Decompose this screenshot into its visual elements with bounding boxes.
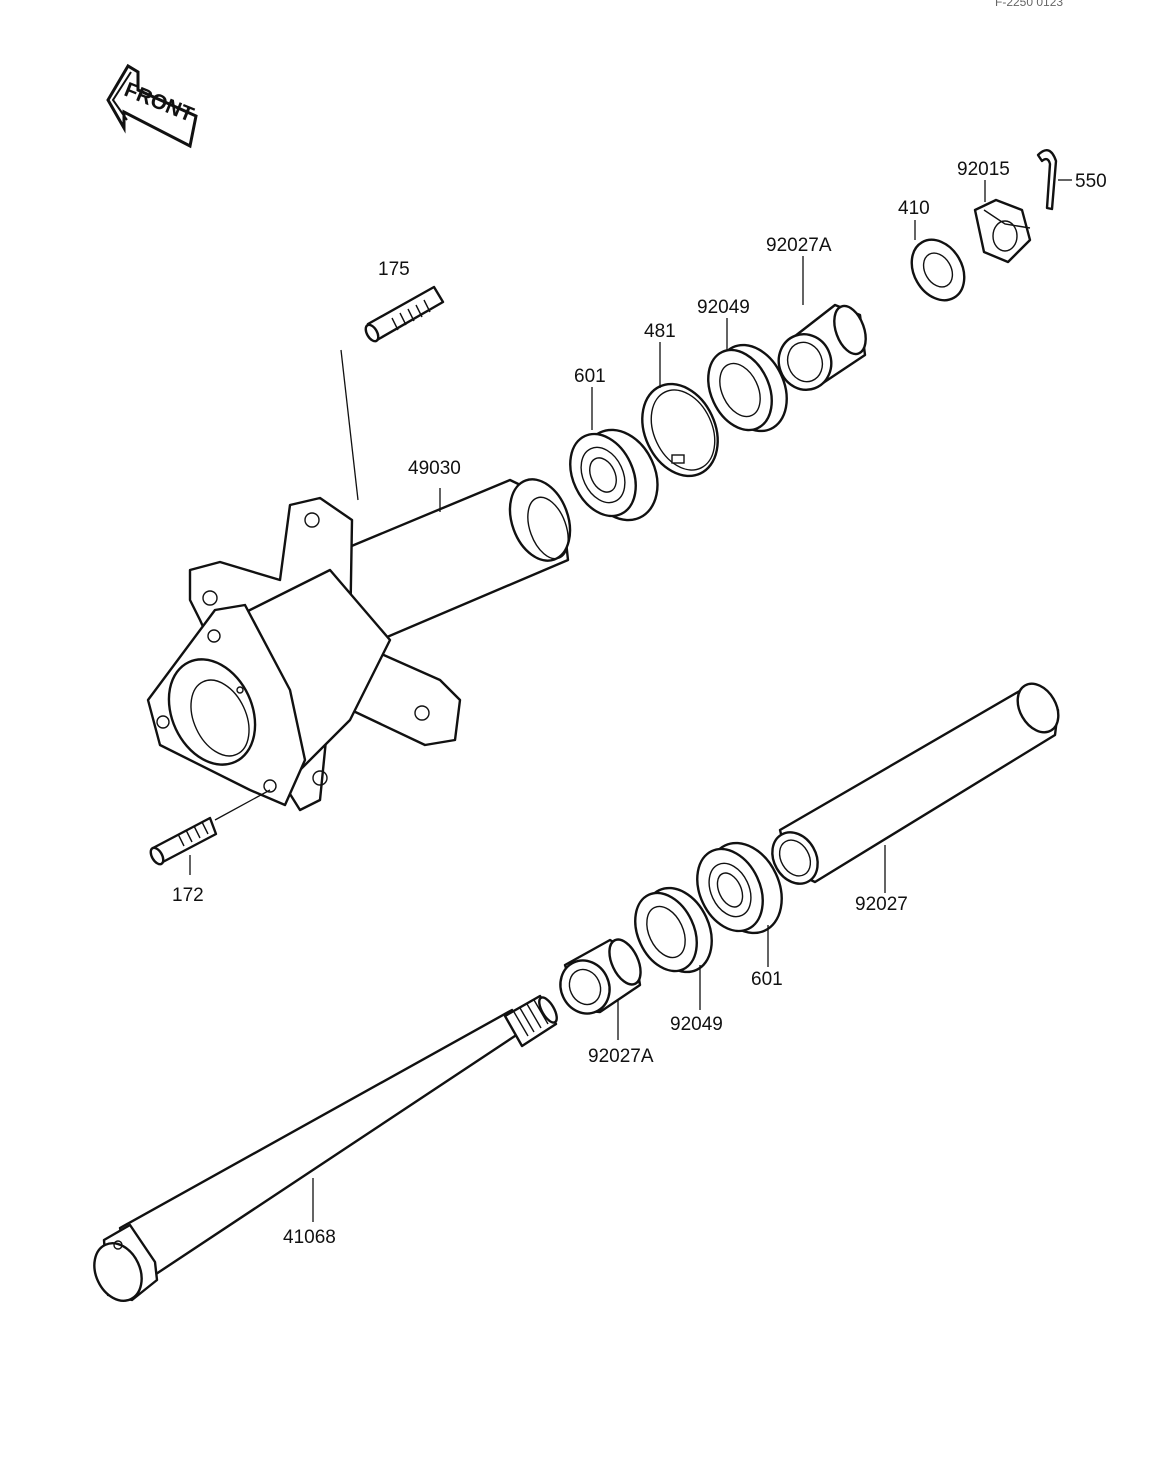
axle-41068 — [93, 994, 558, 1302]
bearing-601-top — [569, 428, 659, 522]
label-550: 550 — [1075, 171, 1107, 192]
stud-172 — [149, 816, 218, 866]
label-92027: 92027 — [855, 894, 908, 915]
snap-ring-481 — [641, 382, 719, 478]
collar-92027A-top — [777, 303, 867, 391]
label-92049-top: 92049 — [697, 297, 750, 318]
label-601-top: 601 — [574, 366, 606, 387]
reference-code: F-2250 0123 — [995, 0, 1063, 9]
label-92027A-bottom: 92027A — [588, 1046, 654, 1067]
label-92015: 92015 — [957, 159, 1010, 180]
label-410: 410 — [898, 198, 930, 219]
leader-175-stud — [340, 349, 359, 501]
label-481: 481 — [644, 321, 676, 342]
hub-49030 — [146, 478, 572, 812]
collar-92027 — [771, 682, 1060, 885]
label-601-bottom: 601 — [751, 969, 783, 990]
washer-410 — [910, 238, 966, 302]
front-arrow-icon: FRONT — [106, 63, 198, 149]
nut-92015 — [973, 198, 1032, 264]
label-92027A-top: 92027A — [766, 235, 832, 256]
oil-seal-92049-bottom — [634, 886, 713, 974]
leader-172-stud — [214, 789, 271, 821]
oil-seal-92049-top — [707, 343, 788, 433]
label-175: 175 — [378, 259, 410, 280]
cotter-pin-550 — [1036, 149, 1058, 211]
label-49030: 49030 — [408, 458, 461, 479]
label-172: 172 — [172, 885, 204, 906]
stud-175 — [364, 285, 445, 343]
collar-92027A-bottom — [559, 938, 642, 1015]
bearing-601-bottom — [696, 841, 783, 935]
label-92049-bottom: 92049 — [670, 1014, 723, 1035]
label-41068: 41068 — [283, 1227, 336, 1248]
